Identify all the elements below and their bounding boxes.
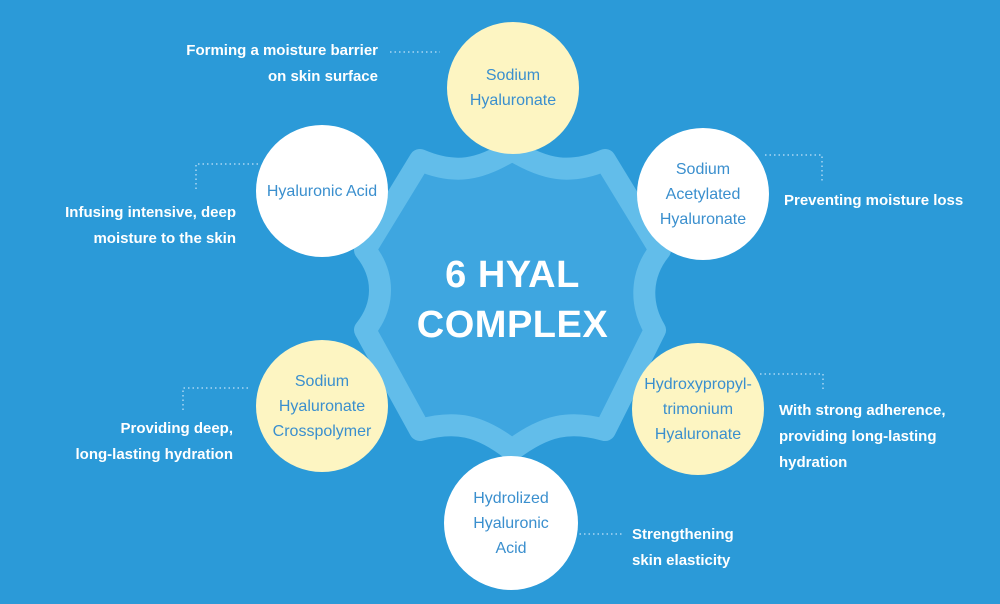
connector-crosspolymer — [182, 387, 248, 410]
connector-hyaluronic-acid — [195, 163, 258, 190]
node-hydrolized-hyaluronic-acid: Hydrolized Hyaluronic Acid — [444, 456, 578, 590]
node-hydroxypropyltrimonium-hyaluronate: Hydroxypropyl- trimonium Hyaluronate — [632, 343, 764, 475]
benefit-hydrolized-hyaluronic-acid: Strengthening skin elasticity — [632, 526, 734, 569]
connector-sodium-acetylated — [765, 154, 823, 182]
node-label: Hydroxypropyl- trimonium Hyaluronate — [644, 375, 752, 443]
center-title-line1: 6 HYAL — [445, 254, 580, 296]
connector-lines — [182, 51, 824, 535]
benefit-sodium-hyaluronate: Forming a moisture barrier on skin surfa… — [186, 42, 378, 85]
benefit-sodium-hyaluronate-crosspolymer: Providing deep, long-lasting hydration — [75, 420, 234, 463]
benefit-hyaluronic-acid: Infusing intensive, deep moisture to the… — [65, 204, 236, 247]
node-label: Sodium Hyaluronate Crosspolymer — [272, 372, 372, 440]
node-label: Sodium Hyaluronate — [469, 67, 557, 109]
node-label: Hydrolized Hyaluronic Acid — [473, 489, 549, 557]
node-sodium-hyaluronate-crosspolymer: Sodium Hyaluronate Crosspolymer — [256, 340, 388, 472]
node-hyaluronic-acid: Hyaluronic Acid — [256, 125, 388, 257]
benefit-sodium-acetylated-hyaluronate: Preventing moisture loss — [784, 192, 964, 209]
center-title-line2: COMPLEX — [416, 304, 609, 346]
node-sodium-hyaluronate: Sodium Hyaluronate — [447, 22, 579, 154]
node-label: Sodium Acetylated Hyaluronate — [659, 160, 747, 228]
node-sodium-acetylated-hyaluronate: Sodium Acetylated Hyaluronate — [637, 128, 769, 260]
center-title: 6 HYAL COMPLEX — [380, 250, 645, 350]
connector-hydroxypropyl — [760, 373, 824, 390]
benefit-hydroxypropyltrimonium-hyaluronate: With strong adherence, providing long-la… — [779, 402, 946, 471]
node-label: Hyaluronic Acid — [266, 182, 378, 200]
